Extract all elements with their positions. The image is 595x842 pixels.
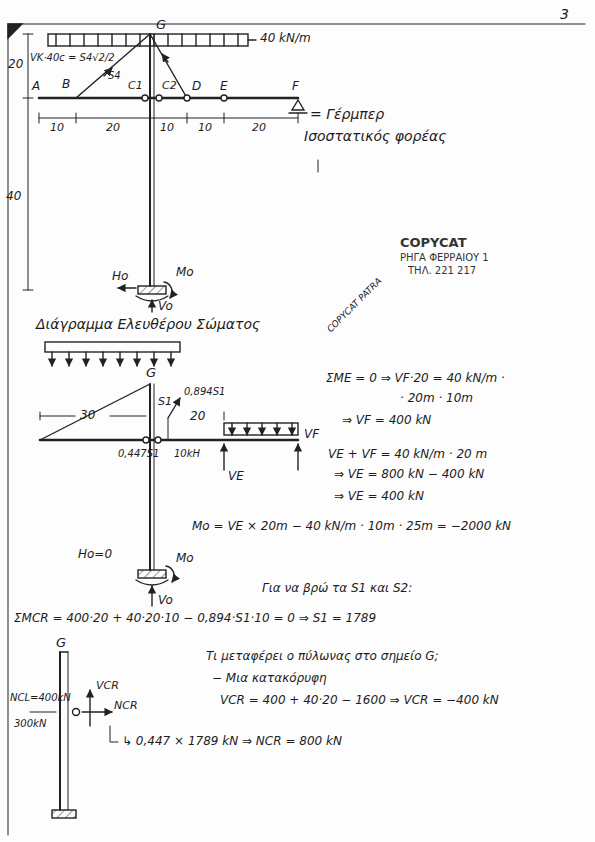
annotation-label: 40 kN/m: [260, 32, 311, 46]
load-tick: [97, 34, 98, 46]
annotation-label: Διάγραμμα Ελευθέρου Σώματος: [36, 316, 260, 332]
annotation-label: Τι μεταφέρει ο πύλωνας στο σημείο G;: [206, 650, 439, 664]
annotation-label: 0,447S1: [118, 448, 159, 460]
annotation-label: D: [192, 80, 201, 94]
annotation-label: VCR = 400 + 40·20 − 1600 ⇒ VCR = −400 kN: [220, 694, 499, 708]
annotation-label: E: [220, 80, 228, 94]
annotation-label: Mo: [176, 266, 194, 280]
load-arrow: [136, 352, 137, 366]
annotation-label: B: [62, 78, 70, 92]
load-tick: [139, 34, 140, 46]
annotation-label: 20: [252, 122, 266, 135]
annotation-label: Ισοστατικός φορέας: [304, 128, 446, 144]
annotation-label: VE + VF = 40 kN/m · 20 m: [328, 448, 487, 462]
annotation-label: ⇒ VF = 400 kN: [342, 414, 431, 428]
annotation-label: Mo = VE × 20m − 40 kN/m · 10m · 25m = −2…: [192, 520, 511, 534]
annotation-label: NCL=400kN: [10, 692, 71, 704]
load-tick: [69, 34, 70, 46]
annotation-label: · 20m · 10m: [400, 392, 473, 406]
annotation-label: 300kN: [14, 718, 46, 730]
annotation-label: 10: [198, 122, 212, 135]
annotation-label: VK·40c = S4√2/2: [30, 52, 115, 64]
annotation-label: C1: [128, 80, 143, 93]
annotation-label: 20: [8, 58, 23, 72]
annotation-label: Vo: [158, 300, 173, 314]
annotation-label: − Μια κατακόρυφη: [212, 672, 327, 686]
annotation-label: 10: [160, 122, 174, 135]
annotation-label: Ho: [112, 270, 128, 284]
annotation-label: F: [292, 80, 299, 94]
annotation-label: ΣME = 0 ⇒ VF·20 = 40 kN/m ·: [326, 372, 505, 386]
annotation-label: G: [56, 636, 66, 651]
load-tick: [55, 34, 56, 46]
annotation-label: Για να βρώ τα S1 και S2:: [262, 582, 412, 596]
load-arrow: [231, 423, 232, 435]
annotation-label: S4: [108, 70, 121, 82]
load-tick: [237, 34, 238, 46]
annotation-label: 10kH: [174, 448, 200, 460]
annotation-label: G: [156, 18, 166, 33]
annotation-label: ⇒ VE = 800 kN − 400 kN: [334, 468, 484, 482]
load-arrow: [85, 352, 86, 366]
load-tick: [181, 34, 182, 46]
annotation-label: 3: [560, 6, 569, 22]
load-tick: [209, 34, 210, 46]
stamp-text: COPYCAT: [400, 236, 467, 251]
load-arrow: [276, 423, 277, 435]
annotation-label: VCR: [96, 680, 119, 693]
annotation-label: ΣMCR = 400·20 + 40·20·10 − 0,894·S1·10 =…: [14, 612, 376, 626]
annotation-label: A: [32, 80, 40, 94]
annotation-label: 10: [50, 122, 64, 135]
load-arrow: [246, 423, 247, 435]
annotation-label: = Γέρμπερ: [310, 106, 384, 122]
watermark: COPYCAT PATRA: [325, 276, 384, 335]
stamp-text: ΤΗΛ. 221 217: [408, 265, 476, 277]
annotation-label: 40: [6, 190, 21, 204]
load-arrow: [291, 423, 292, 435]
load-tick: [111, 34, 112, 46]
annotation-label: ↳ 0,447 × 1789 kN ⇒ NCR = 800 kN: [122, 735, 342, 749]
annotation-label: 20: [106, 122, 120, 135]
load-tick: [195, 34, 196, 46]
load-arrow: [51, 352, 52, 366]
annotation-label: VE: [228, 470, 244, 484]
load-arrow: [68, 352, 69, 366]
load-tick: [223, 34, 224, 46]
load-arrow: [261, 423, 262, 435]
annotation-label: C2: [162, 80, 177, 93]
annotation-label: Mo: [176, 552, 194, 566]
load-arrow: [119, 352, 120, 366]
annotation-label: NCR: [114, 700, 138, 713]
annotation-label: ⇒ VE = 400 kN: [334, 490, 424, 504]
load-arrow: [170, 352, 171, 366]
annotation-label: 0,894S1: [184, 386, 225, 398]
annotation-label: G: [146, 366, 156, 381]
load-tick: [125, 34, 126, 46]
annotation-label: 30: [80, 409, 95, 423]
annotation-label: Ho=0: [78, 548, 112, 562]
load-arrow: [153, 352, 154, 366]
load-tick: [167, 34, 168, 46]
annotation-label: Vo: [158, 594, 173, 608]
annotation-label: 20: [190, 410, 205, 424]
annotation-label: VF: [304, 428, 319, 442]
load-tick: [83, 34, 84, 46]
load-arrow: [102, 352, 103, 366]
annotation-label: S1: [158, 396, 172, 409]
stamp-text: ΡΗΓΑ ΦΕΡΡΑΙΟΥ 1: [400, 252, 489, 264]
